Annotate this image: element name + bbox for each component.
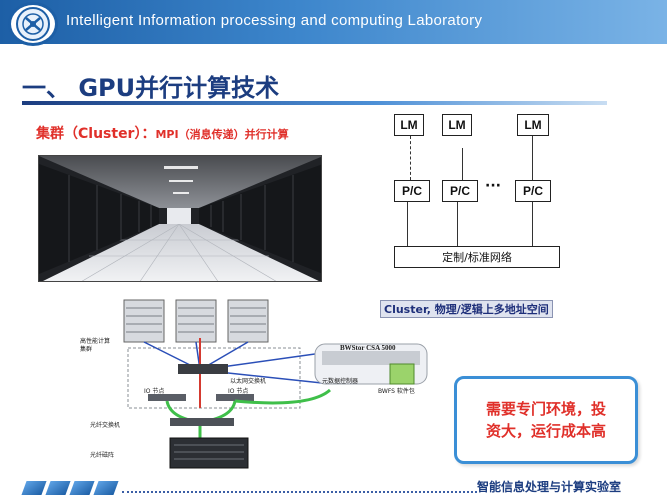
io-node-label: IO 节点 [144,388,165,395]
connector-line [532,136,533,180]
ethernet-switch-label: 以太网交换机 [230,378,267,385]
cluster-caption: Cluster, 物理/逻辑上多地址空间 [380,300,553,318]
footer-lab-name: 智能信息处理与计算实验室 [477,480,622,494]
hpc-cluster-label: 高性能计算 集群 [80,338,111,353]
callout-line: 需要专门环境，投 [485,400,606,418]
footer-square-icon [69,481,95,495]
processor-box: P/C [442,180,478,202]
connector-line [462,148,463,180]
lab-name-header: Intelligent Information processing and c… [66,12,483,29]
processor-box: P/C [394,180,430,202]
footer-square-icon [45,481,71,495]
local-memory-box: LM [394,114,424,136]
slide-title: 一、 GPU并行计算技术 [22,74,280,102]
callout-line: 资大，运行成本高 [485,422,606,440]
local-memory-box: LM [442,114,472,136]
lm-pc-network-diagram: LM LM LM P/C P/C ··· P/C 定制/标准网络 [385,110,570,275]
cluster-architecture-diagram: 高性能计算 集群 BWStor CSA 5000 元数据控制器 BWFS 软件包… [60,298,465,474]
fc-array-label: 光纤磁阵 [90,452,115,459]
processor-box: P/C [515,180,551,202]
io-node-label: IO 节点 [228,388,249,395]
cluster-heading: 集群（Cluster）：MPI（消息传递）并行计算 [36,123,289,143]
cluster-heading-mpi: MPI（消息传递）并行计算 [155,128,289,141]
connector-line [457,202,458,246]
footer-decoration [21,481,119,495]
ellipsis: ··· [485,178,501,194]
lab-logo-icon [16,7,50,41]
storage-title: BWStor CSA 5000 [340,344,396,352]
footer-square-icon [21,481,47,495]
footer-dotted-rule [122,491,477,493]
cluster-heading-main: 集群（Cluster）： [36,126,156,142]
connector-line [410,136,411,180]
architecture-graphic [123,299,428,469]
metadata-controller-label: 元数据控制器 [322,378,359,385]
cost-callout: 需要专门环境，投 资大，运行成本高 [454,376,638,464]
footer-square-icon [93,481,119,495]
fc-switch-label: 光纤交换机 [90,422,121,429]
connector-line [532,202,533,246]
connector-line [407,202,408,246]
lab-logo [8,2,58,46]
network-box: 定制/标准网络 [394,246,560,268]
local-memory-box: LM [517,114,549,136]
header-band: Intelligent Information processing and c… [0,0,667,46]
title-underline [22,101,607,105]
server-room-photo [38,155,322,282]
bwfs-package-label: BWFS 软件包 [378,388,415,395]
server-room-image [39,156,321,281]
